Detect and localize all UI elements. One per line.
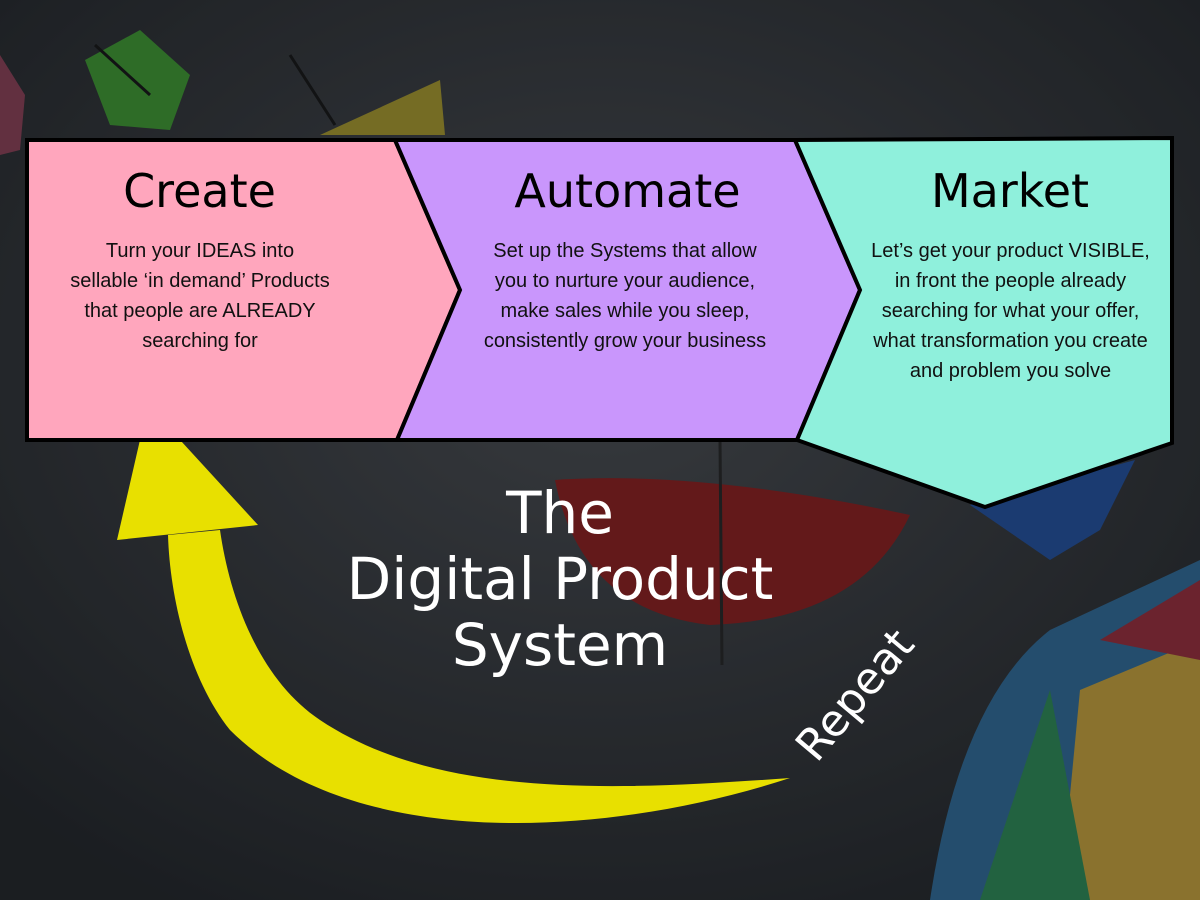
step-create-description: Turn your IDEAS into sellable ‘in demand… [70, 240, 330, 352]
main-title-line-3: System [451, 611, 669, 679]
umbrella-red [555, 439, 910, 666]
umbrella-rainbow-large [930, 560, 1200, 900]
step-create-title: Create [123, 164, 276, 218]
step-automate-title: Automate [514, 164, 741, 218]
step-market-description: Let’s get your product VISIBLE, in front… [871, 240, 1150, 382]
umbrella-rainbow-small [0, 55, 25, 155]
step-market-title: Market [930, 164, 1090, 218]
main-title-line-1: The [506, 479, 614, 547]
umbrella-green [85, 30, 190, 130]
repeat-arrow [168, 530, 790, 824]
step-automate-description: Set up the Systems that allow you to nur… [483, 240, 767, 352]
main-title-line-2: Digital Product [346, 545, 774, 613]
step-market-shape [791, 135, 1174, 510]
umbrella-blue [970, 460, 1135, 560]
umbrella-yellow [288, 54, 445, 135]
main-title: The Digital Product System [300, 480, 820, 678]
